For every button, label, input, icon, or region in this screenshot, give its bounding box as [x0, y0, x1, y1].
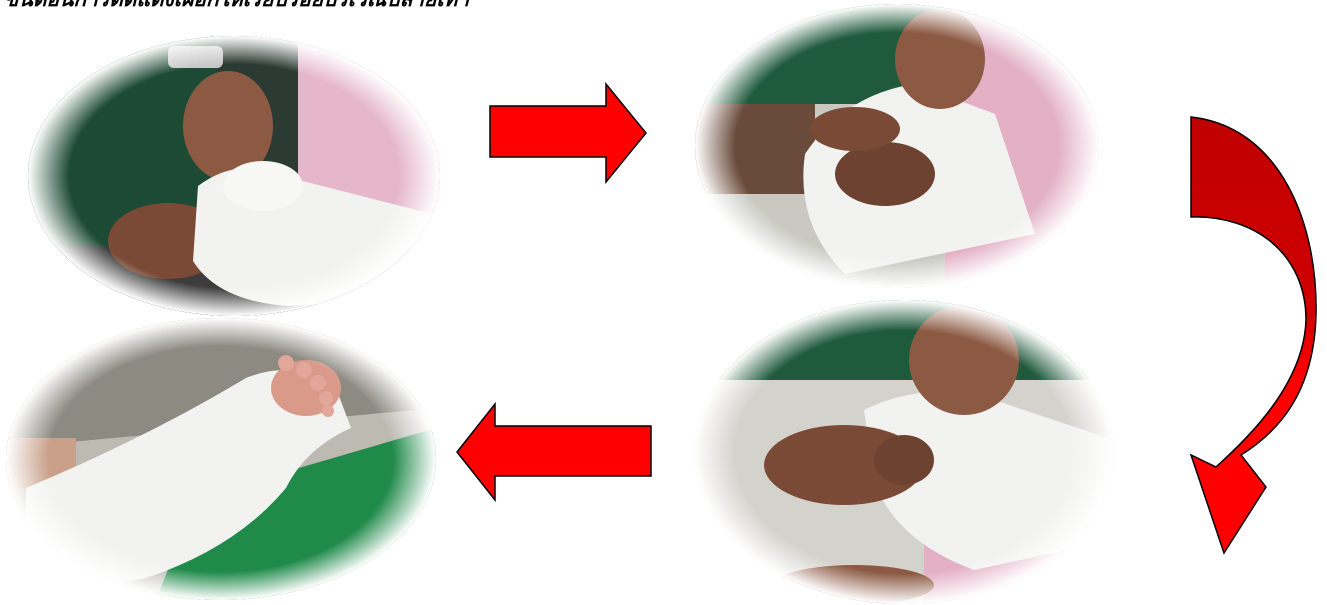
figure-caption: ขั้นตอนการตัดแต่งเฝือกให้เรียบร้อยบริเวณ…	[4, 0, 564, 12]
finished-cast-photo	[6, 318, 436, 600]
cast-trimming-photo-1	[28, 36, 440, 316]
arrow-left-icon	[455, 402, 653, 502]
cast-trimming-photo-2	[695, 4, 1100, 289]
cast-trimming-photo-3	[694, 300, 1114, 605]
curved-arrow-down-icon	[1186, 115, 1321, 555]
arrow-right-icon	[488, 82, 648, 184]
